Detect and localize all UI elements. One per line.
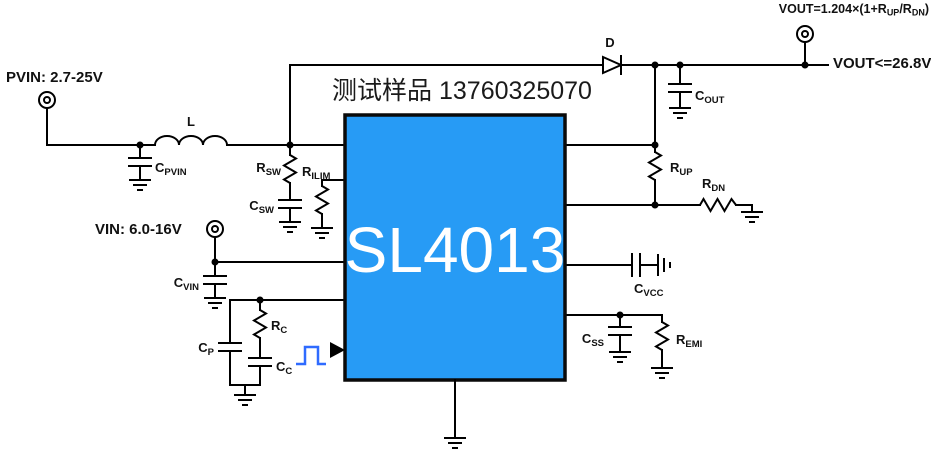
resistor-icon bbox=[699, 198, 737, 212]
wire-pvin-rail bbox=[46, 107, 346, 146]
label-cvin: CVIN bbox=[174, 275, 199, 293]
arrow-right-icon bbox=[330, 342, 345, 358]
label-cc: CC bbox=[276, 359, 292, 377]
ground-icon bbox=[608, 351, 632, 363]
capacitor-icon bbox=[247, 357, 273, 367]
junction-dot bbox=[616, 311, 624, 319]
resistor-icon bbox=[655, 321, 669, 351]
junction-dot bbox=[211, 258, 219, 266]
diode-icon bbox=[602, 55, 624, 75]
ground-icon bbox=[650, 367, 674, 379]
label-csw: CSW bbox=[249, 198, 274, 216]
label-rsw: RSW bbox=[256, 160, 281, 178]
ic-part-number: SL4013 bbox=[345, 214, 566, 286]
vout-formula: VOUT=1.204×(1+RUP/RDN) bbox=[779, 2, 929, 18]
wire-vin bbox=[214, 236, 346, 299]
ground-icon bbox=[740, 211, 764, 223]
inductor-icon bbox=[154, 135, 228, 146]
wire-rup bbox=[564, 64, 753, 213]
resistor-rilim: RILIM bbox=[302, 164, 346, 239]
wire-css-remi bbox=[564, 314, 663, 369]
label-rc: RC bbox=[271, 318, 287, 336]
softstart-emi: CSS REMI bbox=[564, 311, 702, 379]
pulse-waveform-icon bbox=[296, 345, 326, 366]
ic-body bbox=[343, 113, 567, 382]
capacitor-icon bbox=[607, 326, 633, 336]
label-cout: COUT bbox=[695, 88, 725, 106]
vin-input: CVIN bbox=[174, 236, 346, 309]
junction-dot bbox=[651, 141, 659, 149]
ground-icon bbox=[668, 107, 692, 119]
capacitor-icon bbox=[217, 342, 243, 352]
pvin-terminal-icon bbox=[38, 91, 56, 109]
pvin-label: PVIN: 2.7-25V bbox=[6, 69, 103, 86]
vout-label: VOUT<=26.8V bbox=[833, 55, 931, 72]
label-rilim: RILIM bbox=[302, 164, 330, 182]
resistor-icon bbox=[253, 309, 267, 339]
resistor-icon bbox=[283, 154, 297, 184]
wire-comp bbox=[229, 299, 346, 396]
ground-icon bbox=[233, 394, 257, 406]
ground-icon bbox=[657, 254, 671, 276]
capacitor-icon bbox=[202, 275, 228, 285]
label-css: CSS bbox=[582, 331, 604, 349]
watermark-text: 测试样品 13760325070 bbox=[332, 77, 592, 105]
junction-dot bbox=[801, 61, 809, 69]
diode-d: D bbox=[602, 35, 624, 75]
junction-dot bbox=[256, 296, 264, 304]
capacitor-icon bbox=[127, 157, 153, 167]
wire-rilim bbox=[321, 179, 346, 229]
ground-icon bbox=[203, 297, 227, 309]
ground-icon bbox=[128, 179, 152, 191]
ground-icon bbox=[443, 437, 467, 449]
capacitor-cout: COUT bbox=[667, 64, 725, 119]
capacitor-cvcc: CVCC bbox=[564, 253, 671, 299]
capacitor-icon bbox=[277, 199, 303, 209]
ground-icon bbox=[310, 227, 334, 239]
junction-dot bbox=[136, 141, 144, 149]
label-remi: REMI bbox=[676, 332, 702, 350]
label-rup: RUP bbox=[670, 160, 693, 178]
label-cvcc: CVCC bbox=[634, 281, 664, 299]
label-rdn: RDN bbox=[702, 176, 725, 194]
inductor-l: L bbox=[154, 114, 228, 146]
compensation-network: RC CC CP bbox=[198, 296, 346, 406]
snubber-rsw-csw: RSW CSW bbox=[249, 144, 303, 233]
label-cp: CP bbox=[198, 340, 214, 358]
label-l: L bbox=[187, 114, 195, 129]
label-cpvin: CPVIN bbox=[155, 160, 187, 178]
ground-icon bbox=[278, 221, 302, 233]
resistor-icon bbox=[315, 185, 329, 215]
vin-label: VIN: 6.0-16V bbox=[95, 221, 182, 238]
capacitor-cpvin: CPVIN bbox=[127, 144, 187, 191]
resistor-icon bbox=[648, 151, 662, 181]
label-d: D bbox=[605, 35, 614, 50]
feedback-divider: RUP RDN bbox=[564, 64, 764, 223]
capacitor-icon bbox=[667, 83, 693, 93]
vin-terminal-icon bbox=[206, 220, 224, 238]
junction-dot bbox=[651, 201, 659, 209]
vout-terminal-icon bbox=[796, 25, 814, 43]
capacitor-icon bbox=[631, 253, 641, 277]
